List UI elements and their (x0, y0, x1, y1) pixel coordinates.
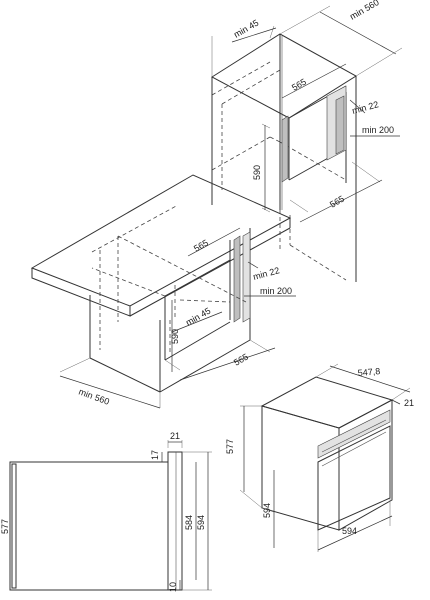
dim-low-min22: min 22 (252, 265, 281, 282)
dim-oven-21: 21 (404, 398, 414, 408)
dim-oven-594h: 594 (262, 503, 272, 518)
dim-side-10: 10 (168, 582, 178, 592)
dim-top-565b: 565 (328, 194, 346, 210)
dim-oven-594w: 594 (342, 526, 357, 536)
dim-oven-577: 577 (225, 439, 235, 454)
dim-side-21: 21 (170, 431, 180, 441)
dim-low-590: 590 (170, 329, 180, 344)
dim-top-565: 565 (290, 77, 308, 93)
dim-top-min22: min 22 (351, 99, 380, 116)
dim-side-594: 594 (196, 515, 206, 530)
oven-side-elevation: 21 17 584 594 10 577 (0, 431, 212, 592)
dim-oven-5478: 547,8 (357, 366, 380, 378)
dim-top-min560: min 560 (348, 0, 381, 22)
dim-low-min45: min 45 (184, 306, 212, 328)
dim-side-17: 17 (150, 450, 160, 460)
base-cabinet (30, 174, 292, 393)
dim-low-565: 565 (192, 238, 210, 254)
dim-low-min200: min 200 (260, 286, 292, 296)
dim-side-584: 584 (184, 515, 194, 530)
dim-top-590: 590 (252, 165, 262, 180)
upper-dimensions: min 560 min 45 565 min 22 min 200 590 56… (211, 0, 403, 223)
lower-dimensions: 565 min 22 min 200 min 45 590 565 min 56… (59, 227, 296, 409)
dim-top-min200: min 200 (362, 125, 394, 135)
oven-isometric: 577 547,8 21 594 594 (225, 363, 414, 552)
dim-low-565b: 565 (232, 352, 250, 368)
dim-top-min45: min 45 (232, 18, 260, 40)
dim-low-min560: min 560 (77, 386, 111, 406)
tall-cabinet (211, 33, 357, 282)
dim-side-577: 577 (0, 519, 10, 534)
